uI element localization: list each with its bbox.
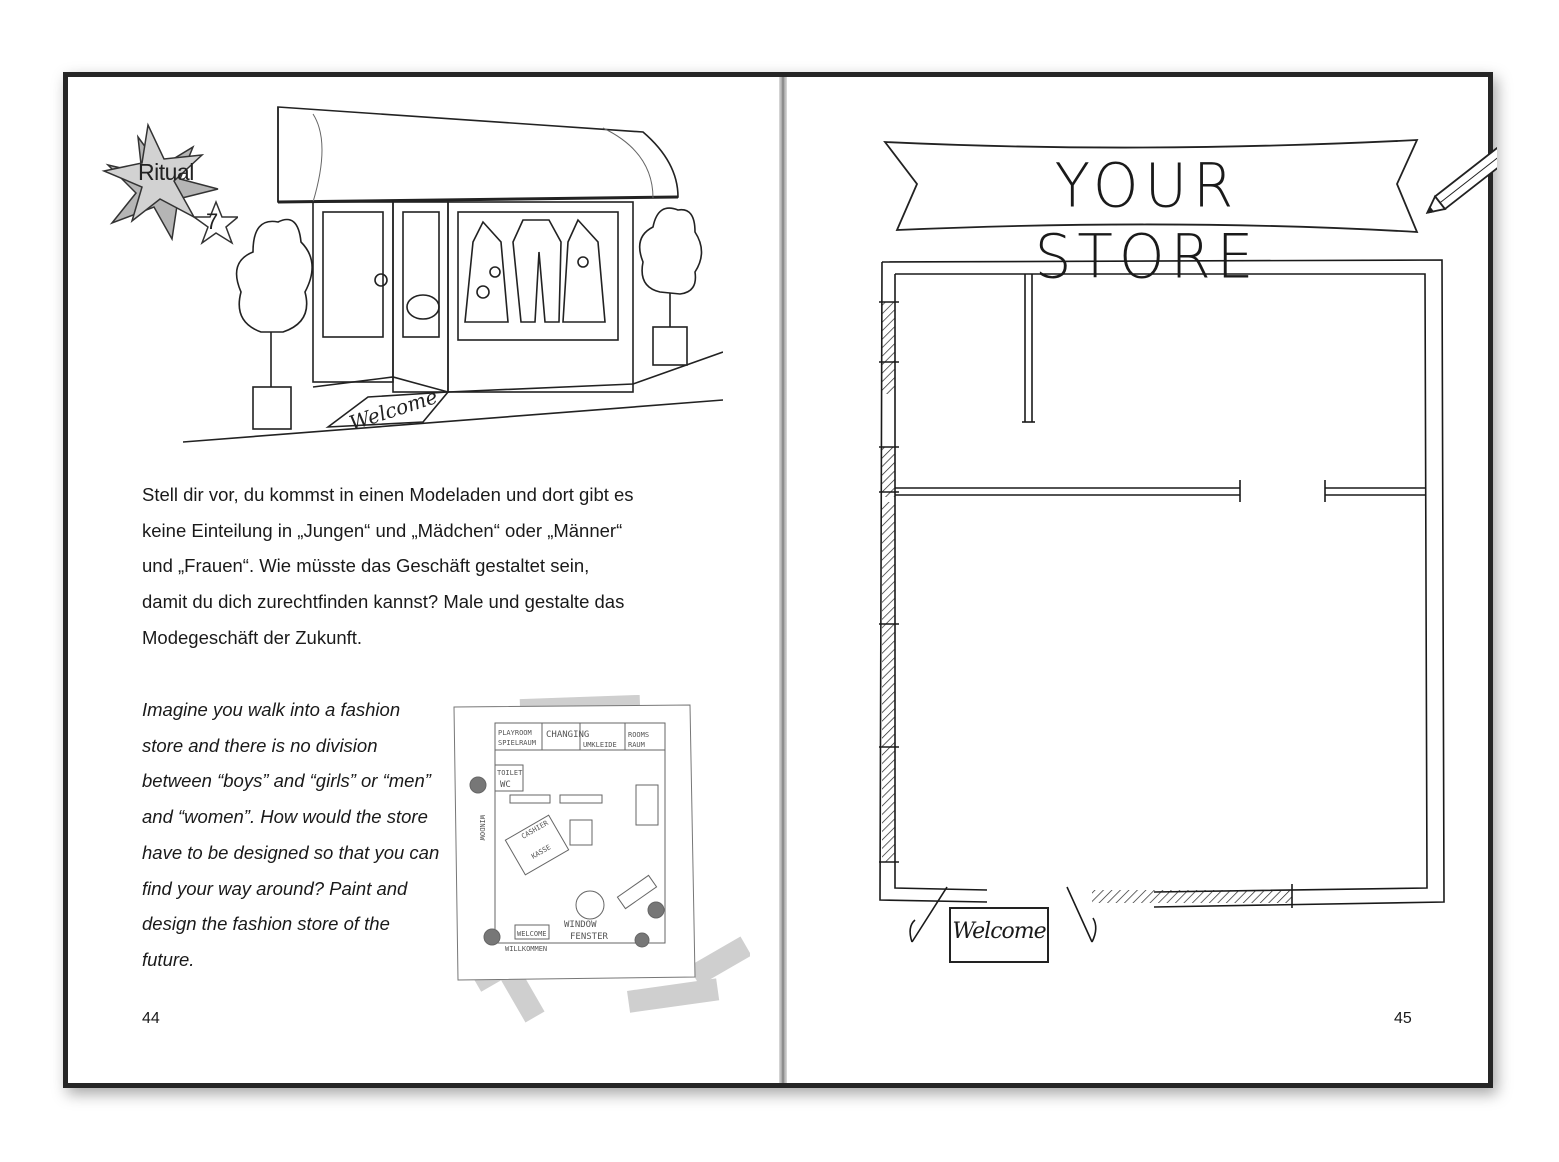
star-icon <box>101 122 241 246</box>
welcome-mat-text: Welcome <box>952 919 1046 944</box>
title-banner <box>883 139 1497 233</box>
left-page: Ritual 7 <box>68 77 779 1083</box>
example-floorplan-sketch: PLAYROOM SPIELRAUM CHANGING UMKLEIDE ROO… <box>453 695 750 1023</box>
plan-label: PLAYROOM <box>498 729 532 737</box>
english-line: between “boys” and “girls” or “men” <box>142 770 431 792</box>
english-line: have to be designed so that you can <box>142 841 440 863</box>
english-line: design the fashion store of the <box>142 913 390 935</box>
book-spread: Ritual 7 <box>63 72 1497 1088</box>
plan-label: UMKLEIDE <box>583 741 617 749</box>
english-line: future. <box>142 948 195 970</box>
english-line: Imagine you walk into a fashion <box>142 699 401 720</box>
banner-title: YOUR STORE <box>1034 149 1260 293</box>
german-line: Modegeschäft der Zukunft. <box>142 626 363 648</box>
plan-label: CHANGING <box>546 730 589 740</box>
plan-label: ROOMS <box>628 731 649 739</box>
ritual-label: Ritual <box>138 159 194 185</box>
book-spine <box>779 77 787 1083</box>
ritual-number: 7 <box>206 209 219 234</box>
plan-label: TOILET <box>497 769 523 777</box>
blank-floorplan <box>879 259 1445 943</box>
german-line: damit du dich zurechtfinden kannst? Male… <box>142 591 625 613</box>
page-number-left: 44 <box>142 1010 160 1027</box>
right-page: YOUR STORE <box>787 77 1497 1083</box>
plan-label: FENSTER <box>570 932 609 942</box>
plan-label: RAUM <box>628 741 645 749</box>
english-line: and “women”. How would the store <box>142 806 428 828</box>
page-number-right: 45 <box>1394 1010 1412 1027</box>
german-paragraph: Stell dir vor, du kommst in einen Modela… <box>142 477 702 656</box>
storefront-illustration: Welcome <box>183 106 723 443</box>
plan-label: WILLKOMMEN <box>505 945 547 953</box>
ritual-star-badge: Ritual 7 <box>98 107 241 247</box>
plan-label: WELCOME <box>517 930 547 938</box>
english-paragraph: Imagine you walk into a fashion store an… <box>142 692 472 978</box>
english-line: store and there is no division <box>142 734 378 756</box>
plan-label: WINDOW <box>478 815 486 841</box>
german-line: und „Frauen“. Wie müsste das Geschäft ge… <box>142 555 590 577</box>
german-line: Stell dir vor, du kommst in einen Modela… <box>142 484 634 505</box>
german-line: keine Einteilung in „Jungen“ und „Mädche… <box>142 519 623 541</box>
welcome-mat: Welcome <box>949 907 1049 963</box>
plan-label: SPIELRAUM <box>498 739 536 747</box>
plan-label: WINDOW <box>564 920 597 930</box>
english-line: find your way around? Paint and <box>142 877 408 899</box>
plan-label: WC <box>500 780 511 790</box>
